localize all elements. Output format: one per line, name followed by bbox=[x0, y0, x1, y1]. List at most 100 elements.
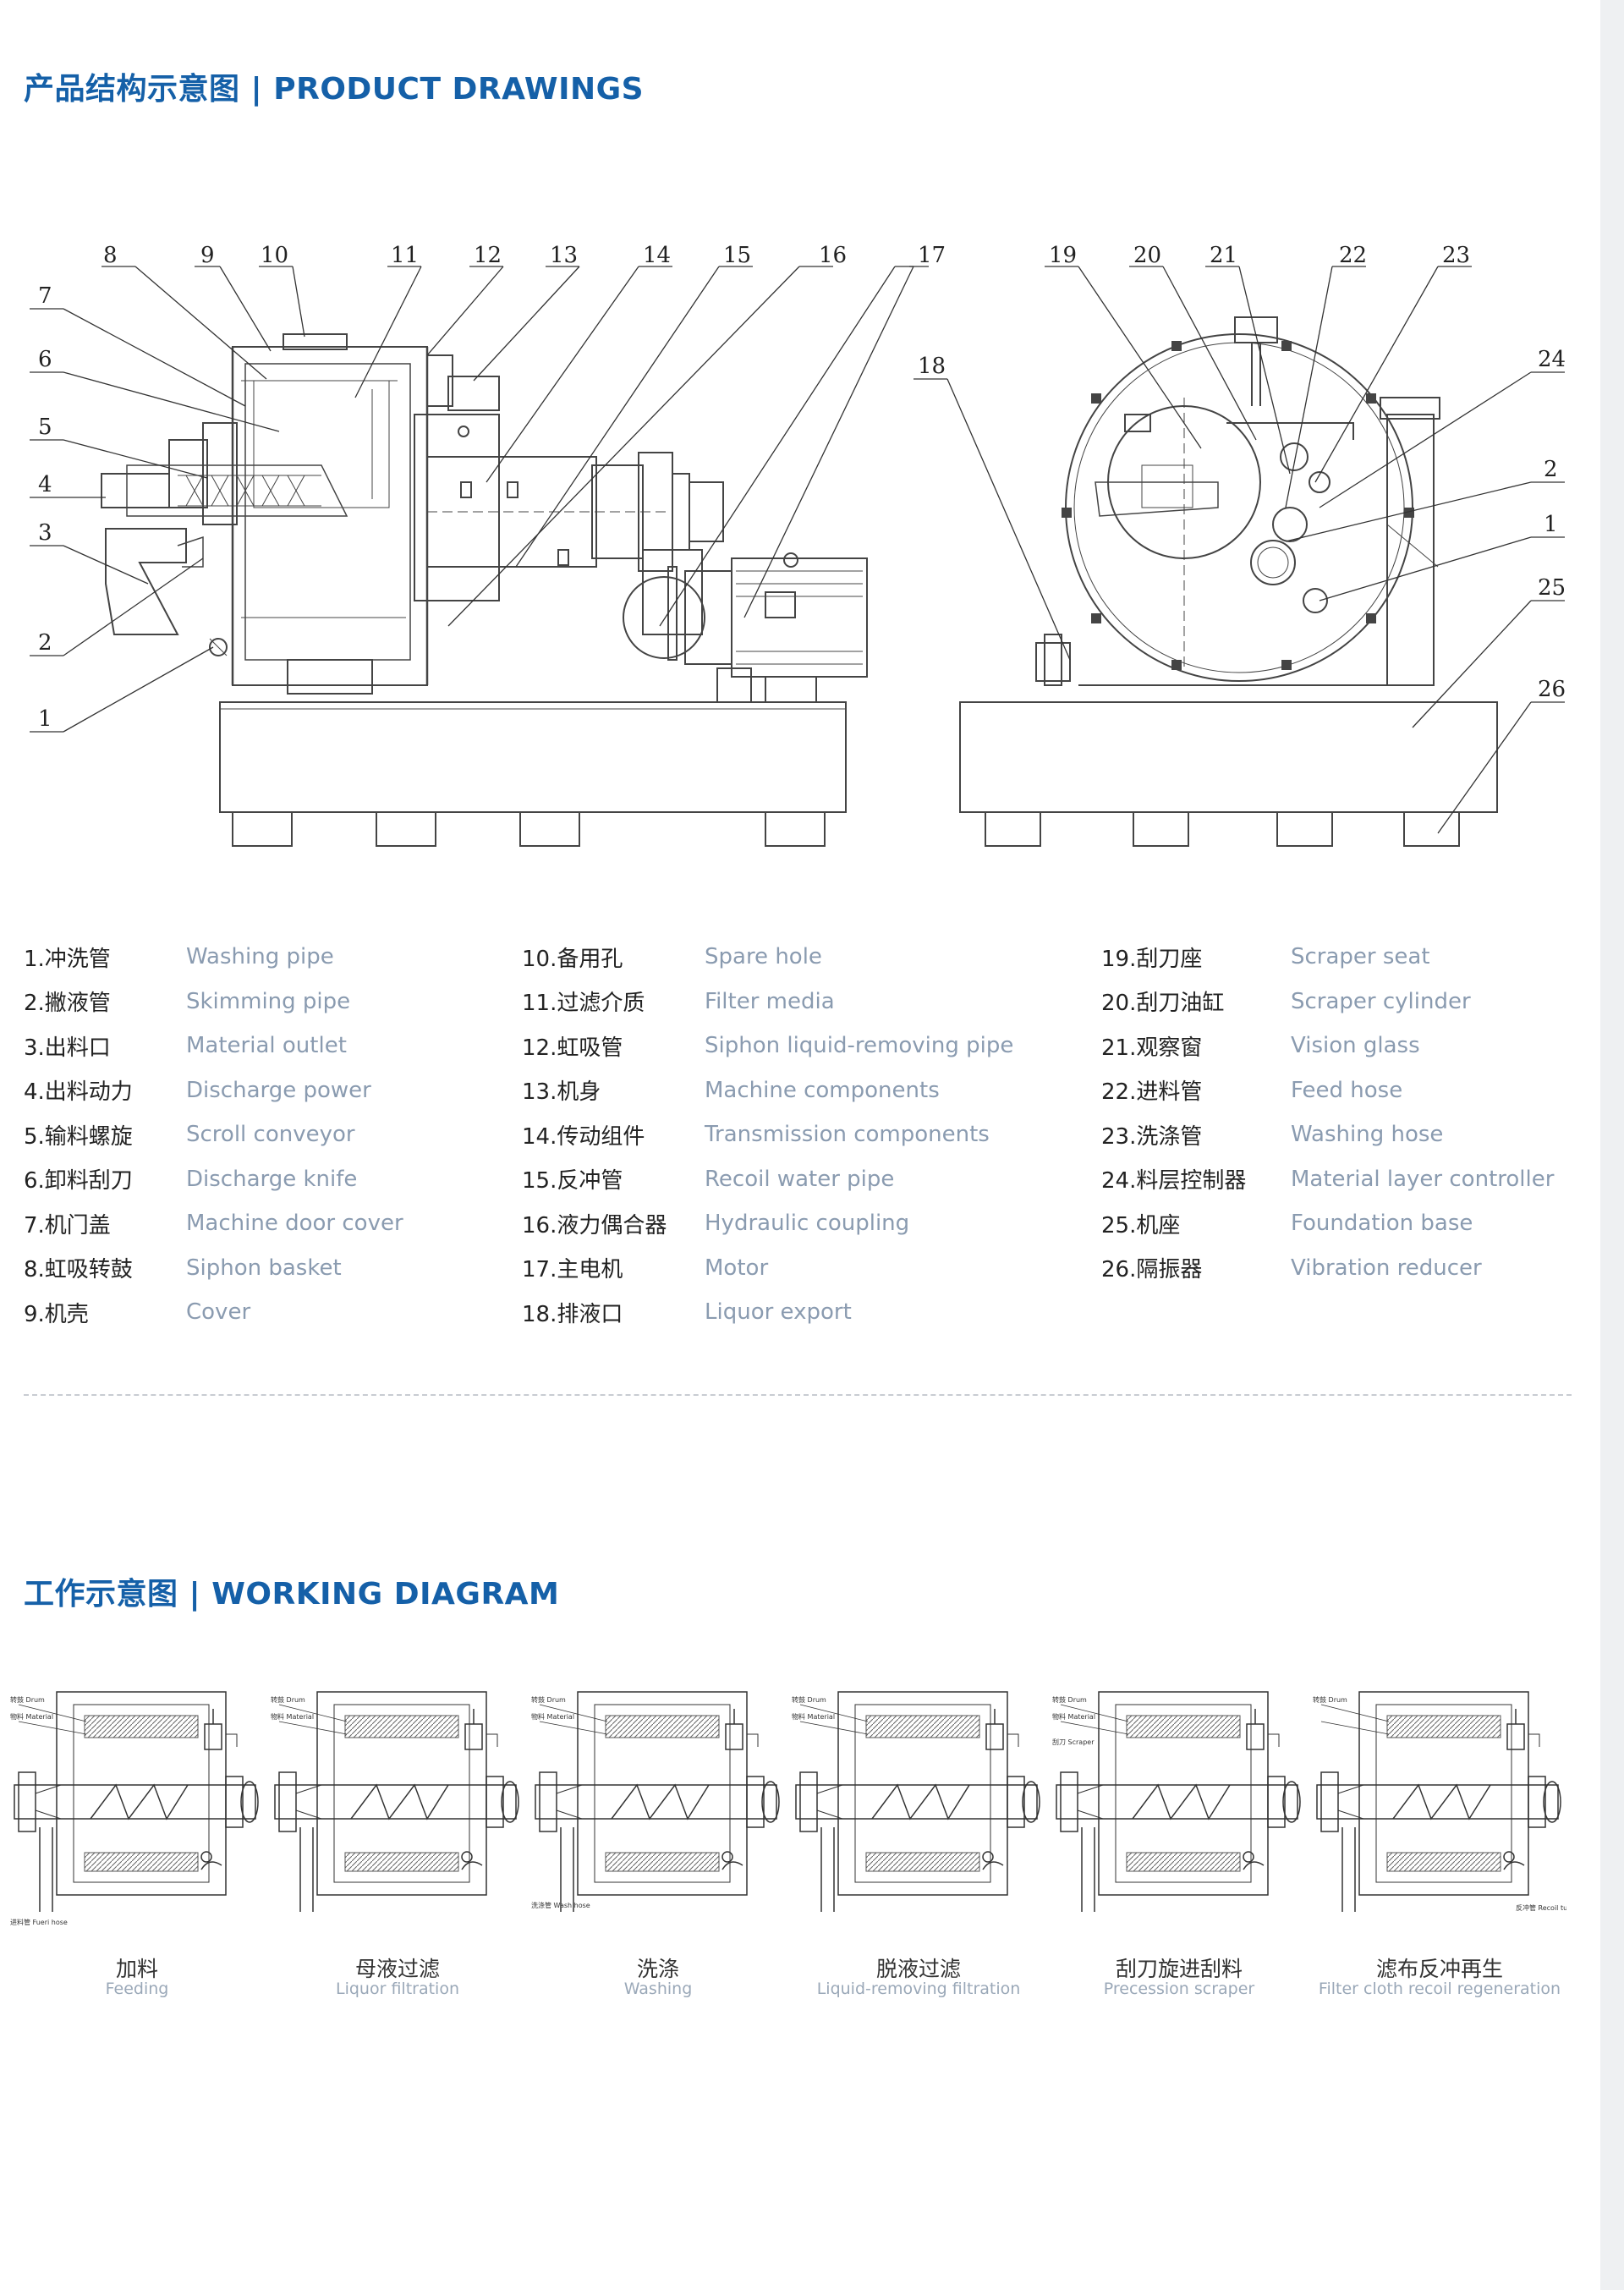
part-item: 2.撇液管 Skimming pipe bbox=[24, 980, 403, 1024]
stage-label-en: Feeding bbox=[105, 1980, 169, 1998]
part-name-en: Skimming pipe bbox=[186, 988, 351, 1014]
stage-label-zh: 刮刀旋进刮料 bbox=[1115, 1957, 1243, 1981]
callout-5: 5 bbox=[38, 415, 52, 440]
stage-label-en: Filter cloth recoil regeneration bbox=[1318, 1980, 1561, 1998]
stage-label-zh: 滤布反冲再生 bbox=[1375, 1957, 1503, 1981]
diagram-label: 转鼓 Drum bbox=[1052, 1695, 1087, 1704]
callout-19: 19 bbox=[1049, 243, 1077, 268]
part-name-en: Motor bbox=[705, 1255, 769, 1281]
part-item: 15.反冲管 Recoil water pipe bbox=[522, 1157, 1013, 1202]
stage-diagram: 转鼓 Drum 物料 Material bbox=[271, 1691, 519, 1912]
part-name-zh: 18.排液口 bbox=[522, 1301, 623, 1327]
part-name-en: Filter media bbox=[705, 988, 835, 1014]
stage-label-zh: 加料 bbox=[115, 1957, 158, 1981]
part-name-en: Vibration reducer bbox=[1291, 1255, 1482, 1281]
part-name-en: Hydraulic coupling bbox=[705, 1211, 910, 1237]
part-item: 22.进料管 Feed hose bbox=[1101, 1068, 1554, 1113]
part-name-en: Spare hole bbox=[705, 944, 822, 970]
callout-8: 8 bbox=[103, 243, 118, 268]
diagram-label: 转鼓 Drum bbox=[271, 1695, 305, 1704]
callout-1-right: 1 bbox=[1544, 512, 1558, 537]
callout-18: 18 bbox=[918, 354, 946, 379]
part-name-en: Transmission components bbox=[705, 1122, 990, 1148]
stage-label-en: Liquor filtration bbox=[336, 1980, 459, 1998]
part-name-zh: 10.备用孔 bbox=[522, 946, 623, 972]
part-name-zh: 15.反冲管 bbox=[522, 1168, 623, 1194]
stage-diagram: 转鼓 Drum 物料 Material 进料管 Fueri hose bbox=[10, 1691, 259, 1926]
part-name-zh: 26.隔振器 bbox=[1101, 1257, 1203, 1283]
working-diagram-title: 工作示意图 | WORKING DIAGRAM bbox=[24, 1577, 560, 1612]
diagram-label: 物料 Material bbox=[1052, 1712, 1095, 1721]
part-name-en: Feed hose bbox=[1291, 1077, 1403, 1103]
part-name-zh: 8.虹吸转鼓 bbox=[24, 1257, 133, 1283]
callout-20: 20 bbox=[1133, 243, 1161, 268]
part-name-en: Recoil water pipe bbox=[705, 1166, 895, 1192]
part-name-en: Scroll conveyor bbox=[186, 1122, 355, 1148]
stage-label-zh: 洗涤 bbox=[636, 1957, 679, 1981]
part-name-zh: 14.传动组件 bbox=[522, 1123, 645, 1150]
callout-12: 12 bbox=[474, 243, 502, 268]
callout-15: 15 bbox=[723, 243, 751, 268]
stage-diagram: 转鼓 Drum 物料 Material 洗涤管 Wash hose bbox=[531, 1691, 780, 1912]
part-item: 23.洗涤管 Washing hose bbox=[1101, 1112, 1554, 1157]
part-name-zh: 1.冲洗管 bbox=[24, 946, 111, 972]
diagram-label: 洗涤管 Wash hose bbox=[531, 1901, 590, 1909]
callout-26: 26 bbox=[1538, 677, 1566, 702]
stage-label-en: Liquid-removing filtration bbox=[816, 1980, 1021, 1998]
diagram-label: 物料 Material bbox=[531, 1712, 574, 1721]
part-item: 14.传动组件 Transmission components bbox=[522, 1112, 1013, 1157]
diagram-label: 物料 Material bbox=[271, 1712, 314, 1721]
diagram-label: 进料管 Fueri hose bbox=[10, 1918, 68, 1926]
part-item: 16.液力偶合器 Hydraulic coupling bbox=[522, 1201, 1013, 1246]
callout-6: 6 bbox=[38, 347, 52, 372]
stage-label-en: Washing bbox=[623, 1980, 693, 1998]
part-name-zh: 23.洗涤管 bbox=[1101, 1123, 1203, 1150]
part-name-zh: 9.机壳 bbox=[24, 1301, 89, 1327]
callout-13: 13 bbox=[550, 243, 578, 268]
stage-label-zh: 脱液过滤 bbox=[875, 1957, 961, 1981]
diagram-label: 物料 Material bbox=[10, 1712, 53, 1721]
callout-3: 3 bbox=[38, 520, 52, 546]
callout-11: 11 bbox=[391, 243, 419, 268]
part-name-zh: 16.液力偶合器 bbox=[522, 1212, 667, 1238]
callout-2: 2 bbox=[38, 630, 52, 656]
part-name-zh: 13.机身 bbox=[522, 1079, 601, 1106]
diagram-label: 转鼓 Drum bbox=[10, 1695, 45, 1704]
part-name-zh: 2.撇液管 bbox=[24, 991, 111, 1017]
diagram-label: 转鼓 Drum bbox=[531, 1695, 566, 1704]
part-item: 10.备用孔 Spare hole bbox=[522, 935, 1013, 980]
diagram-label: 物料 Material bbox=[792, 1712, 835, 1721]
part-name-en: Discharge power bbox=[186, 1077, 371, 1103]
part-name-en: Vision glass bbox=[1291, 1033, 1420, 1059]
part-name-en: Washing hose bbox=[1291, 1122, 1444, 1148]
product-drawings-title: 产品结构示意图 | PRODUCT DRAWINGS bbox=[24, 72, 645, 107]
part-name-en: Scraper cylinder bbox=[1291, 988, 1471, 1014]
callout-9: 9 bbox=[200, 243, 215, 268]
stage-label-zh: 母液过滤 bbox=[354, 1957, 440, 1981]
part-name-en: Liquor export bbox=[705, 1299, 852, 1326]
callout-16: 16 bbox=[819, 243, 847, 268]
part-name-en: Foundation base bbox=[1291, 1211, 1473, 1237]
stage-label-en: Precession scraper bbox=[1103, 1980, 1255, 1998]
part-name-zh: 22.进料管 bbox=[1101, 1079, 1203, 1106]
